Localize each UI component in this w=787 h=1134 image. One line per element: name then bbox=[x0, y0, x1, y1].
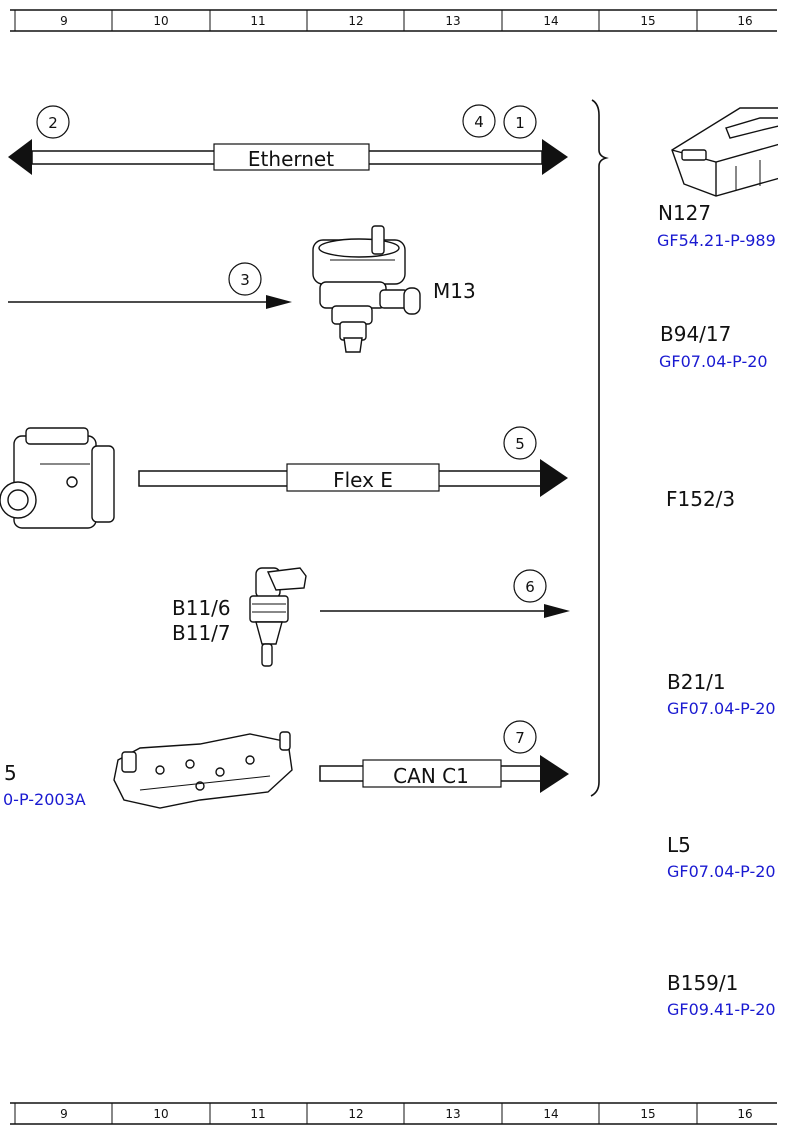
can-c1-bus: CAN C1 bbox=[319, 755, 569, 793]
ethernet-arrow-right bbox=[542, 139, 568, 175]
ruler-top-13: 13 bbox=[445, 14, 460, 28]
ruler-bottom-10: 10 bbox=[153, 1107, 168, 1121]
ruler-bottom-15: 15 bbox=[640, 1107, 655, 1121]
right-item-b94-17-label: B94/17 bbox=[660, 322, 731, 346]
can-c1-arrow-right bbox=[540, 755, 569, 793]
callout-6: 6 bbox=[513, 569, 547, 603]
signal-line-6 bbox=[320, 604, 570, 618]
ruler-bottom-9: 9 bbox=[60, 1107, 68, 1121]
right-item-b21-1-link[interactable]: GF07.04-P-20 bbox=[667, 699, 776, 718]
ruler-top-12: 12 bbox=[348, 14, 363, 28]
ruler-top-16: 16 bbox=[737, 14, 752, 28]
svg-text:7: 7 bbox=[515, 729, 525, 747]
right-edge-mask bbox=[778, 36, 787, 1098]
top-ruler: 9 10 11 12 13 14 15 16 bbox=[10, 9, 777, 32]
can-c1-label: CAN C1 bbox=[393, 764, 469, 788]
b11-sensor-icon bbox=[249, 567, 307, 667]
callout-1: 1 bbox=[503, 105, 537, 139]
ruler-top-15: 15 bbox=[640, 14, 655, 28]
ruler-bottom-11: 11 bbox=[250, 1107, 265, 1121]
ruler-top-14: 14 bbox=[543, 14, 558, 28]
callout-3: 3 bbox=[228, 262, 262, 296]
right-item-b159-1-link[interactable]: GF09.41-P-20 bbox=[667, 1000, 776, 1019]
right-item-n127-label: N127 bbox=[658, 201, 711, 225]
ruler-bottom-16: 16 bbox=[737, 1107, 752, 1121]
right-item-l5-label: L5 bbox=[667, 833, 691, 857]
right-item-b21-1-label: B21/1 bbox=[667, 670, 726, 694]
callout-2: 2 bbox=[36, 105, 70, 139]
callout-7: 7 bbox=[503, 720, 537, 754]
ruler-bottom-14: 14 bbox=[543, 1107, 558, 1121]
svg-text:1: 1 bbox=[515, 114, 525, 132]
m13-label: M13 bbox=[433, 279, 476, 303]
svg-text:3: 3 bbox=[240, 271, 250, 289]
ethernet-arrow-left bbox=[8, 139, 32, 175]
callout-5: 5 bbox=[503, 426, 537, 460]
svg-text:4: 4 bbox=[474, 113, 484, 131]
right-item-l5-link[interactable]: GF07.04-P-20 bbox=[667, 862, 776, 881]
ruler-top-9: 9 bbox=[60, 14, 68, 28]
left-partial-label: 5 bbox=[4, 761, 17, 785]
right-item-f152-3-label: F152/3 bbox=[666, 487, 735, 511]
ethernet-bus: Ethernet bbox=[8, 139, 568, 175]
right-item-n127-link[interactable]: GF54.21-P-989 bbox=[657, 231, 776, 250]
actuator-partial-icon bbox=[0, 427, 115, 529]
left-partial-link[interactable]: 0-P-2003A bbox=[3, 790, 86, 809]
ruler-top-10: 10 bbox=[153, 14, 168, 28]
flex-e-label: Flex E bbox=[333, 468, 393, 492]
flex-e-bus: Flex E bbox=[138, 459, 568, 497]
b11-6-label: B11/6 bbox=[172, 596, 231, 620]
svg-text:6: 6 bbox=[525, 578, 535, 596]
ruler-bottom-12: 12 bbox=[348, 1107, 363, 1121]
bottom-ruler: 9 10 11 12 13 14 15 16 bbox=[10, 1102, 777, 1125]
b11-7-label: B11/7 bbox=[172, 621, 231, 645]
right-item-b94-17-link[interactable]: GF07.04-P-20 bbox=[659, 352, 768, 371]
ruler-bottom-13: 13 bbox=[445, 1107, 460, 1121]
callout-4: 4 bbox=[462, 104, 496, 138]
right-item-b159-1-label: B159/1 bbox=[667, 971, 738, 995]
flex-e-arrow-right bbox=[540, 459, 568, 497]
ethernet-label: Ethernet bbox=[248, 147, 334, 171]
svg-text:5: 5 bbox=[515, 435, 525, 453]
control-plate-icon bbox=[113, 731, 293, 809]
signal-line-3 bbox=[8, 295, 292, 309]
ruler-top-11: 11 bbox=[250, 14, 265, 28]
right-curly-brace bbox=[590, 99, 609, 797]
m13-pump-icon bbox=[312, 225, 421, 353]
svg-text:2: 2 bbox=[48, 114, 58, 132]
n127-control-unit-icon bbox=[671, 107, 787, 197]
